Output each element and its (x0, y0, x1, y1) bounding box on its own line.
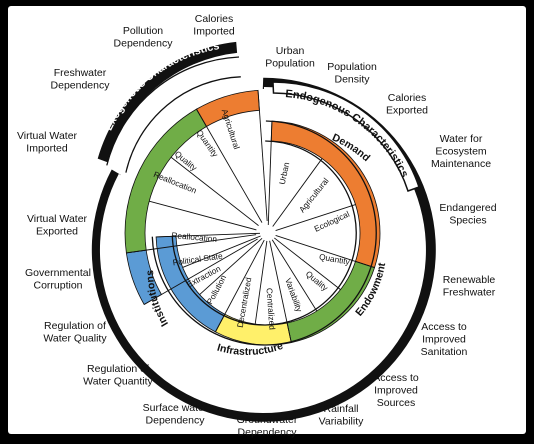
sector-spoke (182, 235, 261, 268)
sector-urban: Urban (277, 161, 292, 186)
sector-spoke (254, 240, 268, 325)
sector-spoke (161, 238, 258, 295)
endogenous-band (272, 81, 420, 192)
sector-spoke (215, 314, 226, 333)
sector-spoke (257, 90, 260, 111)
ring-inner-border (171, 140, 357, 326)
exo-ring-outer-border (106, 56, 240, 166)
sector-spoke (196, 108, 207, 127)
sector-centralized: Centralized (265, 288, 278, 331)
sector-spoke (176, 232, 261, 237)
sector-spokes (126, 90, 375, 343)
sector-spoke (156, 235, 177, 238)
sector-spoke (355, 261, 375, 269)
sector-spoke (224, 239, 265, 315)
sector-spoke (267, 141, 272, 226)
sector-spoke (143, 294, 162, 305)
exo-ring-inner-border (125, 76, 241, 173)
sector-spoke (270, 121, 273, 142)
sector-spoke (149, 200, 257, 231)
sector-spoke (146, 234, 257, 251)
ring-outer-border (151, 120, 377, 346)
sector-spoke (275, 204, 356, 231)
sector-spoke (206, 126, 263, 223)
sector-spoke (274, 237, 341, 290)
sector-spoke (269, 240, 288, 324)
sector-spoke (170, 156, 259, 226)
sector-spoke (275, 235, 356, 262)
sector-spoke (126, 249, 147, 254)
sector-spoke (199, 238, 263, 295)
sector-spoke (272, 158, 323, 227)
sector-spoke (258, 110, 268, 222)
sector-reallocation: Reallocation (171, 230, 218, 244)
sector-spoke (286, 322, 292, 343)
sector-spoke (271, 239, 318, 312)
